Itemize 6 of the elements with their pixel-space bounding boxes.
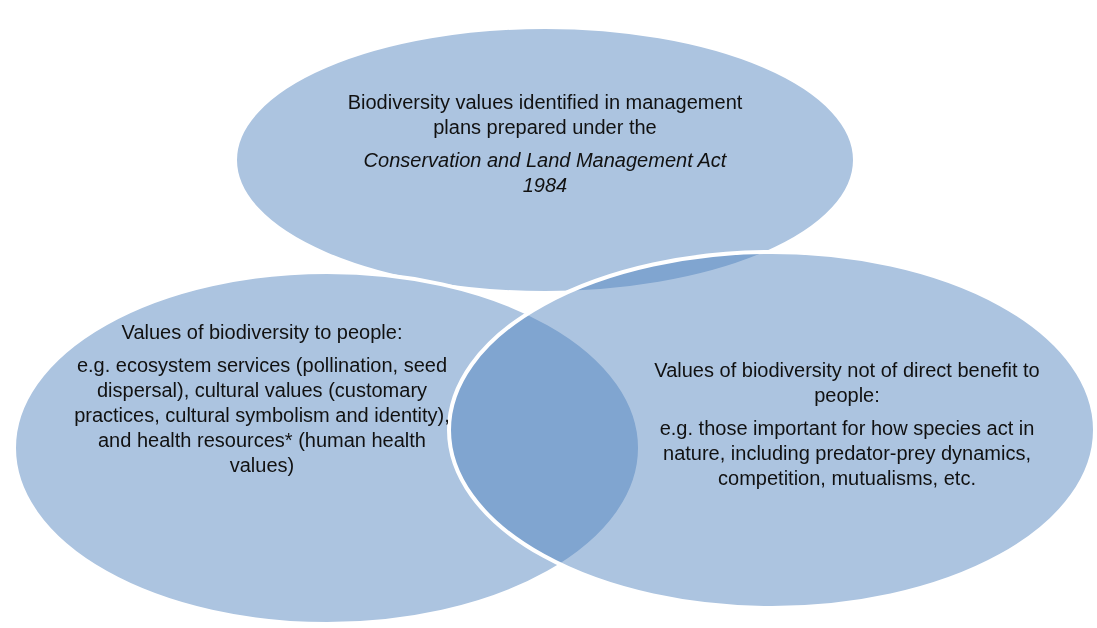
ellipse-heading: Values of biodiversity not of direct benefit to people: xyxy=(653,358,1041,408)
ellipse-heading: Values of biodiversity to people: xyxy=(120,320,404,345)
ellipse-heading: Biodiversity values identified in management plans prepared under the xyxy=(346,90,744,140)
ellipse-text: Conservation and Land Management Act 1984 xyxy=(362,148,728,198)
ellipse-text: e.g. ecosystem services (pollination, seed dispersal), cultural values (customary practices, cultural symbolism and identity), and health resources* (human health values) xyxy=(73,353,451,478)
ellipse-text: e.g. those important for how species act in nature, including predator-prey dynamics, competition, mutualisms, etc. xyxy=(658,416,1036,491)
